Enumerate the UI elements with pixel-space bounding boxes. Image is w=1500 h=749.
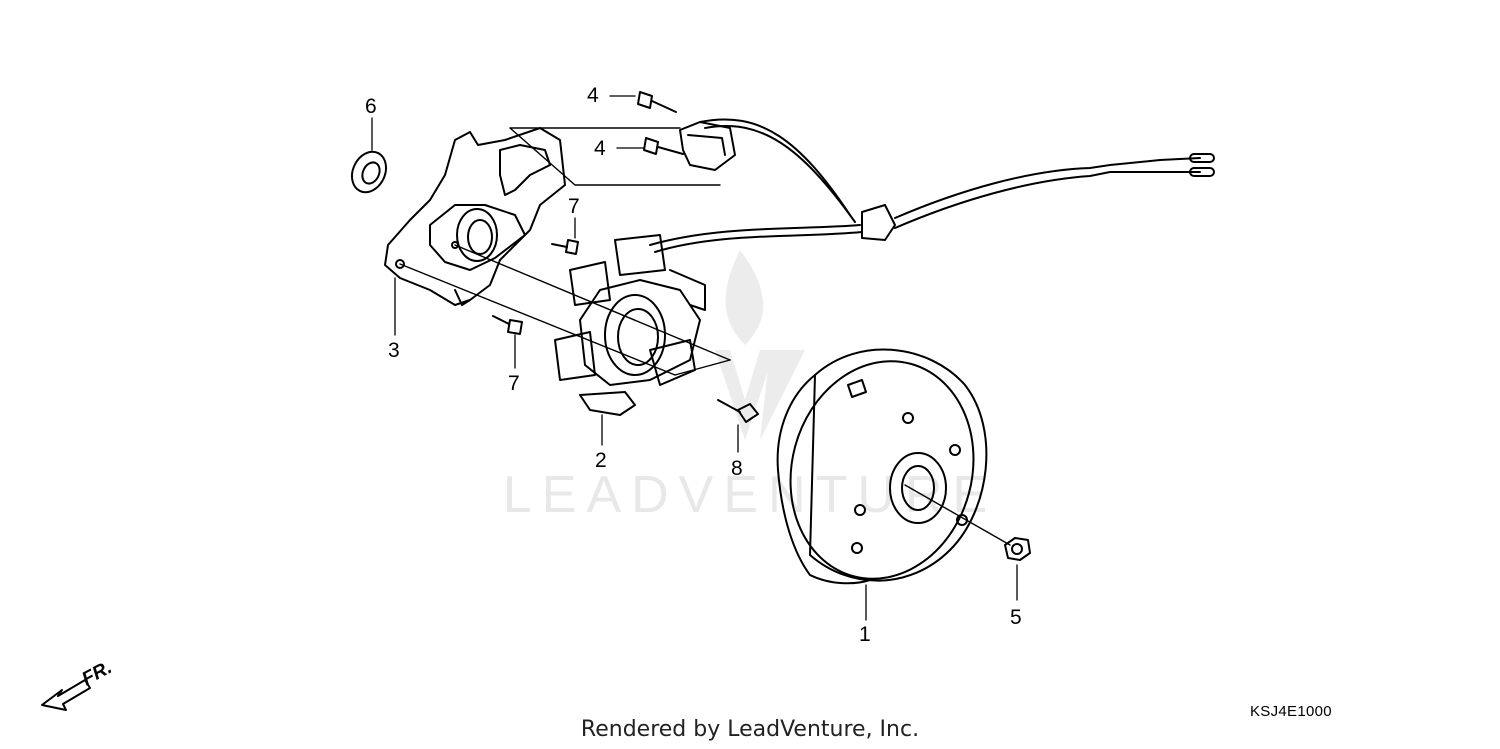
callout-1: 1 <box>859 623 871 646</box>
callout-7-lower: 7 <box>508 372 520 395</box>
watermark-text: LEADVENTURE <box>503 466 997 524</box>
wire-harness <box>649 118 1215 253</box>
render-credit: Rendered by LeadVenture, Inc. <box>580 717 920 742</box>
callout-8: 8 <box>731 457 743 480</box>
callout-4-upper: 4 <box>587 84 599 107</box>
bolt-part-8 <box>717 399 759 423</box>
callout-6: 6 <box>365 95 377 118</box>
screw-part-4-upper <box>637 91 677 113</box>
callout-2: 2 <box>595 449 607 472</box>
watermark-logo <box>715 250 805 440</box>
callout-3: 3 <box>388 339 400 362</box>
pickup-coil <box>679 121 736 171</box>
screw-part-4-lower <box>643 137 684 155</box>
callout-4-lower: 4 <box>594 137 606 160</box>
stator-part-2 <box>554 234 706 416</box>
callout-5: 5 <box>1010 606 1022 629</box>
diagram-code: KSJ4E1000 <box>1250 703 1332 720</box>
callout-7-upper: 7 <box>568 195 580 218</box>
screw-part-7-upper <box>551 239 579 255</box>
nut-part-5 <box>1004 537 1031 561</box>
oil-seal-part-6 <box>350 150 388 194</box>
callout-leaders <box>371 95 1018 621</box>
base-plate-part-3 <box>384 127 566 306</box>
flywheel-part-1 <box>776 348 988 585</box>
front-direction-arrow <box>41 679 91 711</box>
screw-part-7-lower <box>492 315 523 335</box>
